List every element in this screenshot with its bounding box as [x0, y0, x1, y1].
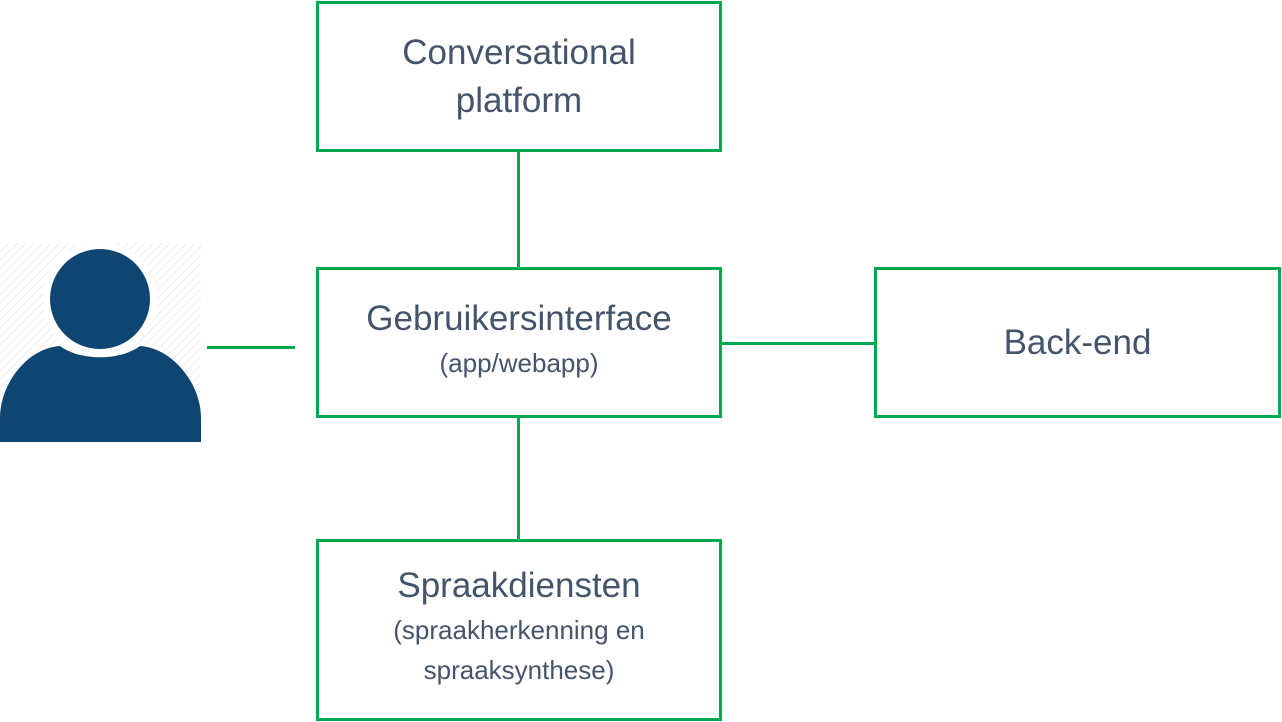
node-user-interface: Gebruikersinterface (app/webapp) — [316, 267, 722, 418]
connector-interface-backend — [722, 342, 874, 345]
node-title: Conversational platform — [402, 32, 636, 120]
node-subtitle: (app/webapp) — [439, 347, 599, 378]
connector-platform-interface — [517, 152, 520, 267]
node-speech-services: Spraakdiensten (spraakherkenning en spra… — [316, 539, 722, 721]
node-title: Back-end — [1003, 322, 1152, 362]
node-back-end: Back-end — [874, 267, 1281, 418]
node-title: Spraakdiensten — [397, 566, 641, 605]
node-conversational-platform: Conversational platform — [316, 1, 722, 152]
connector-user-interface — [207, 346, 295, 349]
connector-interface-speech — [517, 418, 520, 539]
node-subtitle: (spraakherkenning en spraaksynthese) — [393, 615, 645, 685]
user-person-icon — [0, 243, 201, 442]
node-title: Gebruikersinterface — [366, 298, 672, 338]
